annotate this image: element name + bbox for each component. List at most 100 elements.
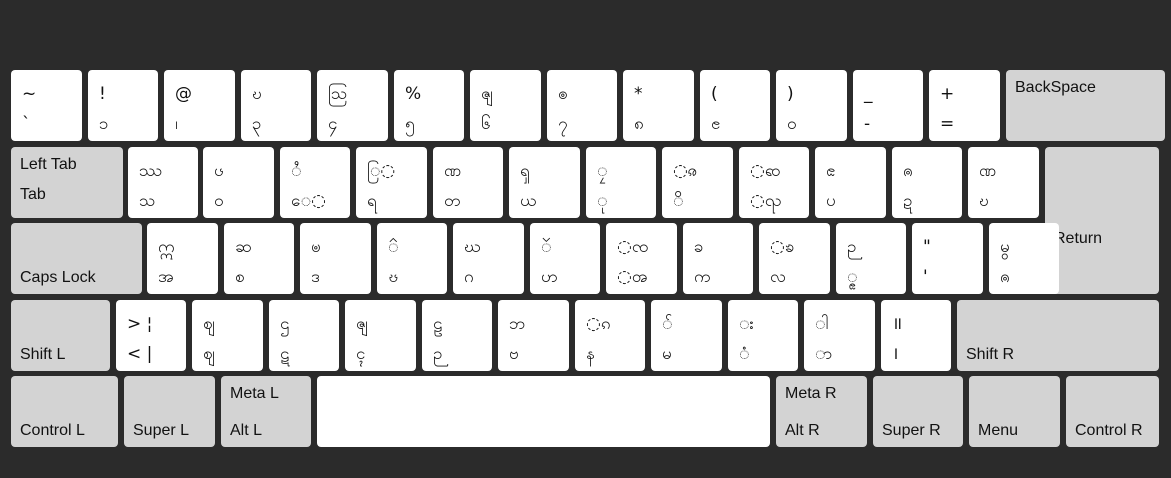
character-key[interactable]: )၀ [776, 70, 847, 141]
key-base-char: ၀ [787, 114, 797, 134]
character-key[interactable]: ဏတ [433, 147, 503, 218]
key-shift-char: ◌ၹ [750, 161, 781, 181]
character-key[interactable]: ဈဈ [192, 300, 263, 371]
character-key[interactable]: ၛ၆ [470, 70, 541, 141]
character-key[interactable]: ဆစ [224, 223, 294, 294]
key-shift-char: ဣ [158, 237, 175, 257]
character-key[interactable]: _- [853, 70, 923, 141]
character-key[interactable]: ॥। [881, 300, 951, 371]
character-key[interactable]: ◌ါ◌ာ [804, 300, 875, 371]
key-label-bottom: Alt R [785, 422, 820, 439]
character-key[interactable]: ၒဝ [203, 147, 274, 218]
key-base-char: န [586, 344, 595, 364]
key-shift-char: ◌း [739, 314, 754, 334]
caps-lock-key[interactable]: Caps Lock [11, 223, 142, 294]
character-key[interactable]: (ၔ [700, 70, 770, 141]
character-key[interactable]: ◌ၳၓ [377, 223, 447, 294]
key-shift-char: ဃ [464, 237, 481, 257]
character-key[interactable]: ◌ၸ◌ၻ [606, 223, 677, 294]
character-key[interactable]: !၁ [88, 70, 158, 141]
key-base-char: - [864, 114, 871, 134]
key-label-bottom: Alt L [230, 422, 263, 439]
key-base-char: ◌ိ [673, 191, 684, 211]
character-key[interactable]: ၐဍ [892, 147, 962, 218]
character-key[interactable]: ဏဎ [968, 147, 1039, 218]
character-key[interactable]: *၈ [623, 70, 694, 141]
character-key[interactable]: ◌ၶလ [759, 223, 830, 294]
character-key[interactable]: ၕပ [815, 147, 886, 218]
key-base-char: ◌ံ [739, 344, 750, 364]
character-key[interactable]: ဌဋ [269, 300, 339, 371]
character-key[interactable]: "' [912, 223, 983, 294]
character-key[interactable]: ၑဒ [300, 223, 371, 294]
key-base-char: ၓ [388, 267, 399, 287]
character-key[interactable]: မွၐ [989, 223, 1059, 294]
return-key[interactable]: Return [1045, 147, 1159, 294]
key-shift-char: ၡ [520, 161, 530, 181]
character-key[interactable]: ြ◌ရ [356, 147, 427, 218]
key-shift-char: ◌ၴ [541, 237, 552, 257]
key-label-bottom: Menu [978, 422, 1019, 439]
character-key[interactable]: ခက [683, 223, 753, 294]
character-key[interactable]: ◌ၠ◌ု [586, 147, 656, 218]
key-base-char: ၁ [99, 114, 109, 134]
key-base-char: ဝ [214, 191, 224, 211]
backspace-key[interactable]: BackSpace [1006, 70, 1165, 141]
control-r-key[interactable]: Control R [1066, 376, 1159, 447]
super-l-key[interactable]: Super L [124, 376, 215, 447]
key-label-bottom: Tab [20, 186, 46, 203]
key-shift-char: ( [711, 84, 718, 104]
key-shift-char: ၒ [214, 161, 224, 181]
key-shift-char: ဆ [235, 237, 252, 257]
super-r-key[interactable]: Super R [873, 376, 963, 447]
key-shift-char: ဏ [444, 161, 462, 181]
character-key[interactable]: ◌ၴဟ [530, 223, 600, 294]
character-key[interactable]: ဣအ [147, 223, 218, 294]
character-key[interactable]: ၛၚ [345, 300, 416, 371]
key-base-char: ဟ [541, 267, 558, 287]
character-key[interactable]: ဩ၄ [317, 70, 388, 141]
character-key[interactable]: ◌ႆေ◌ [280, 147, 350, 218]
character-key[interactable]: ◌ၹ◌ၺ [739, 147, 809, 218]
character-key[interactable]: ဿသ [128, 147, 198, 218]
menu-key[interactable]: Menu [969, 376, 1060, 447]
key-shift-char: ဘ [509, 314, 526, 334]
key-base-char: ဗ [509, 344, 519, 364]
key-shift-char: % [405, 84, 422, 104]
character-key[interactable]: ၡယ [509, 147, 580, 218]
character-key[interactable]: ဘဗ [498, 300, 569, 371]
key-base-char: ယ [520, 191, 537, 211]
character-key[interactable]: ဠဉ [422, 300, 492, 371]
key-base-char: ဂ [464, 267, 474, 287]
character-key[interactable]: ~` [11, 70, 82, 141]
character-key[interactable]: > ¦< | [116, 300, 186, 371]
key-shift-char: ၛ [356, 314, 368, 334]
character-key[interactable]: ၜ၇ [547, 70, 617, 141]
alt-r-key[interactable]: Meta R Alt R [776, 376, 867, 447]
character-key[interactable]: ◌း ◌ံ [728, 300, 798, 371]
shift-r-key[interactable]: Shift R [957, 300, 1159, 371]
character-key[interactable]: %၅ [394, 70, 464, 141]
character-key[interactable]: ◌ၲမ [651, 300, 722, 371]
character-key[interactable]: ဎ၃ [241, 70, 311, 141]
control-l-key[interactable]: Control L [11, 376, 118, 447]
character-key[interactable]: ◌ၷ◌ိ [662, 147, 733, 218]
key-shift-char: ၕ [826, 161, 836, 181]
character-key[interactable]: @၊ [164, 70, 235, 141]
character-key[interactable]: ◌ၵန [575, 300, 645, 371]
spacebar-key[interactable] [317, 376, 770, 447]
key-base-char: ပ [826, 191, 836, 211]
key-base-char: ၈ [634, 114, 644, 134]
key-base-char: ၔ [711, 114, 721, 134]
key-shift-char: ◌ၲ [662, 314, 673, 334]
key-label-top: Meta R [785, 385, 837, 402]
key-base-char: ' [923, 267, 928, 287]
character-key[interactable]: ဉၙ [836, 223, 906, 294]
key-shift-char: ဎ [252, 84, 262, 104]
character-key[interactable]: += [929, 70, 1000, 141]
character-key[interactable]: ဃဂ [453, 223, 524, 294]
shift-l-key[interactable]: Shift L [11, 300, 110, 371]
key-base-char: ` [22, 114, 31, 134]
